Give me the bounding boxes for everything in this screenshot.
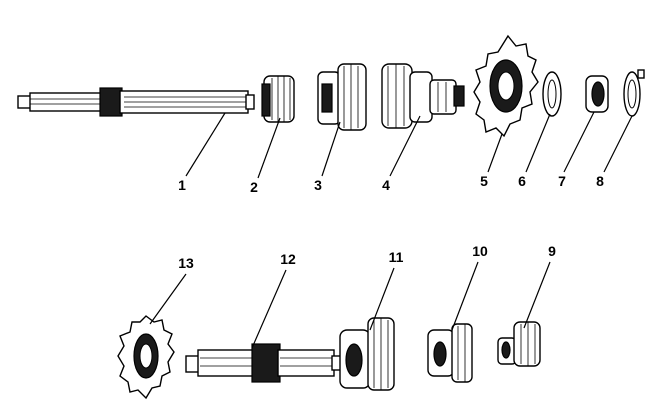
- cluster-gear-icon: [317, 63, 367, 131]
- cluster-gear-icon: [339, 317, 395, 391]
- callout-10: 10: [472, 243, 488, 259]
- callout-4: 4: [382, 177, 390, 193]
- leader-line-10: [451, 261, 479, 331]
- leader-line-2: [257, 117, 281, 179]
- leader-line-9: [523, 261, 551, 329]
- callout-5: 5: [480, 173, 488, 189]
- callout-2: 2: [250, 179, 258, 195]
- mainshaft-icon: [17, 87, 255, 117]
- callout-1: 1: [178, 177, 186, 193]
- gear-icon: [427, 323, 473, 383]
- leader-line-6: [525, 113, 551, 173]
- callout-7: 7: [558, 173, 566, 189]
- leader-line-3: [321, 121, 341, 177]
- leader-line-12: [251, 269, 287, 349]
- leader-line-7: [563, 111, 595, 173]
- leader-line-8: [603, 115, 633, 173]
- small-gear-icon: [497, 321, 541, 367]
- lock-washer-icon: [542, 71, 562, 117]
- leader-line-13: [149, 273, 187, 325]
- tab-washer-icon: [623, 69, 645, 117]
- callout-13: 13: [178, 255, 194, 271]
- callout-3: 3: [314, 177, 322, 193]
- layshaft-icon: [185, 343, 343, 383]
- leader-line-1: [185, 112, 226, 177]
- callout-12: 12: [280, 251, 296, 267]
- small-gear-icon: [261, 75, 295, 123]
- leader-line-5: [487, 133, 503, 173]
- sprocket-icon: [473, 34, 539, 138]
- gear-with-bushing-icon: [381, 63, 465, 129]
- callout-6: 6: [518, 173, 526, 189]
- nut-icon: [585, 75, 609, 113]
- leader-line-4: [389, 115, 421, 177]
- callout-8: 8: [596, 173, 604, 189]
- gear-icon: [117, 315, 175, 400]
- leader-line-11: [369, 267, 395, 331]
- callout-11: 11: [389, 249, 404, 265]
- callout-9: 9: [548, 243, 556, 259]
